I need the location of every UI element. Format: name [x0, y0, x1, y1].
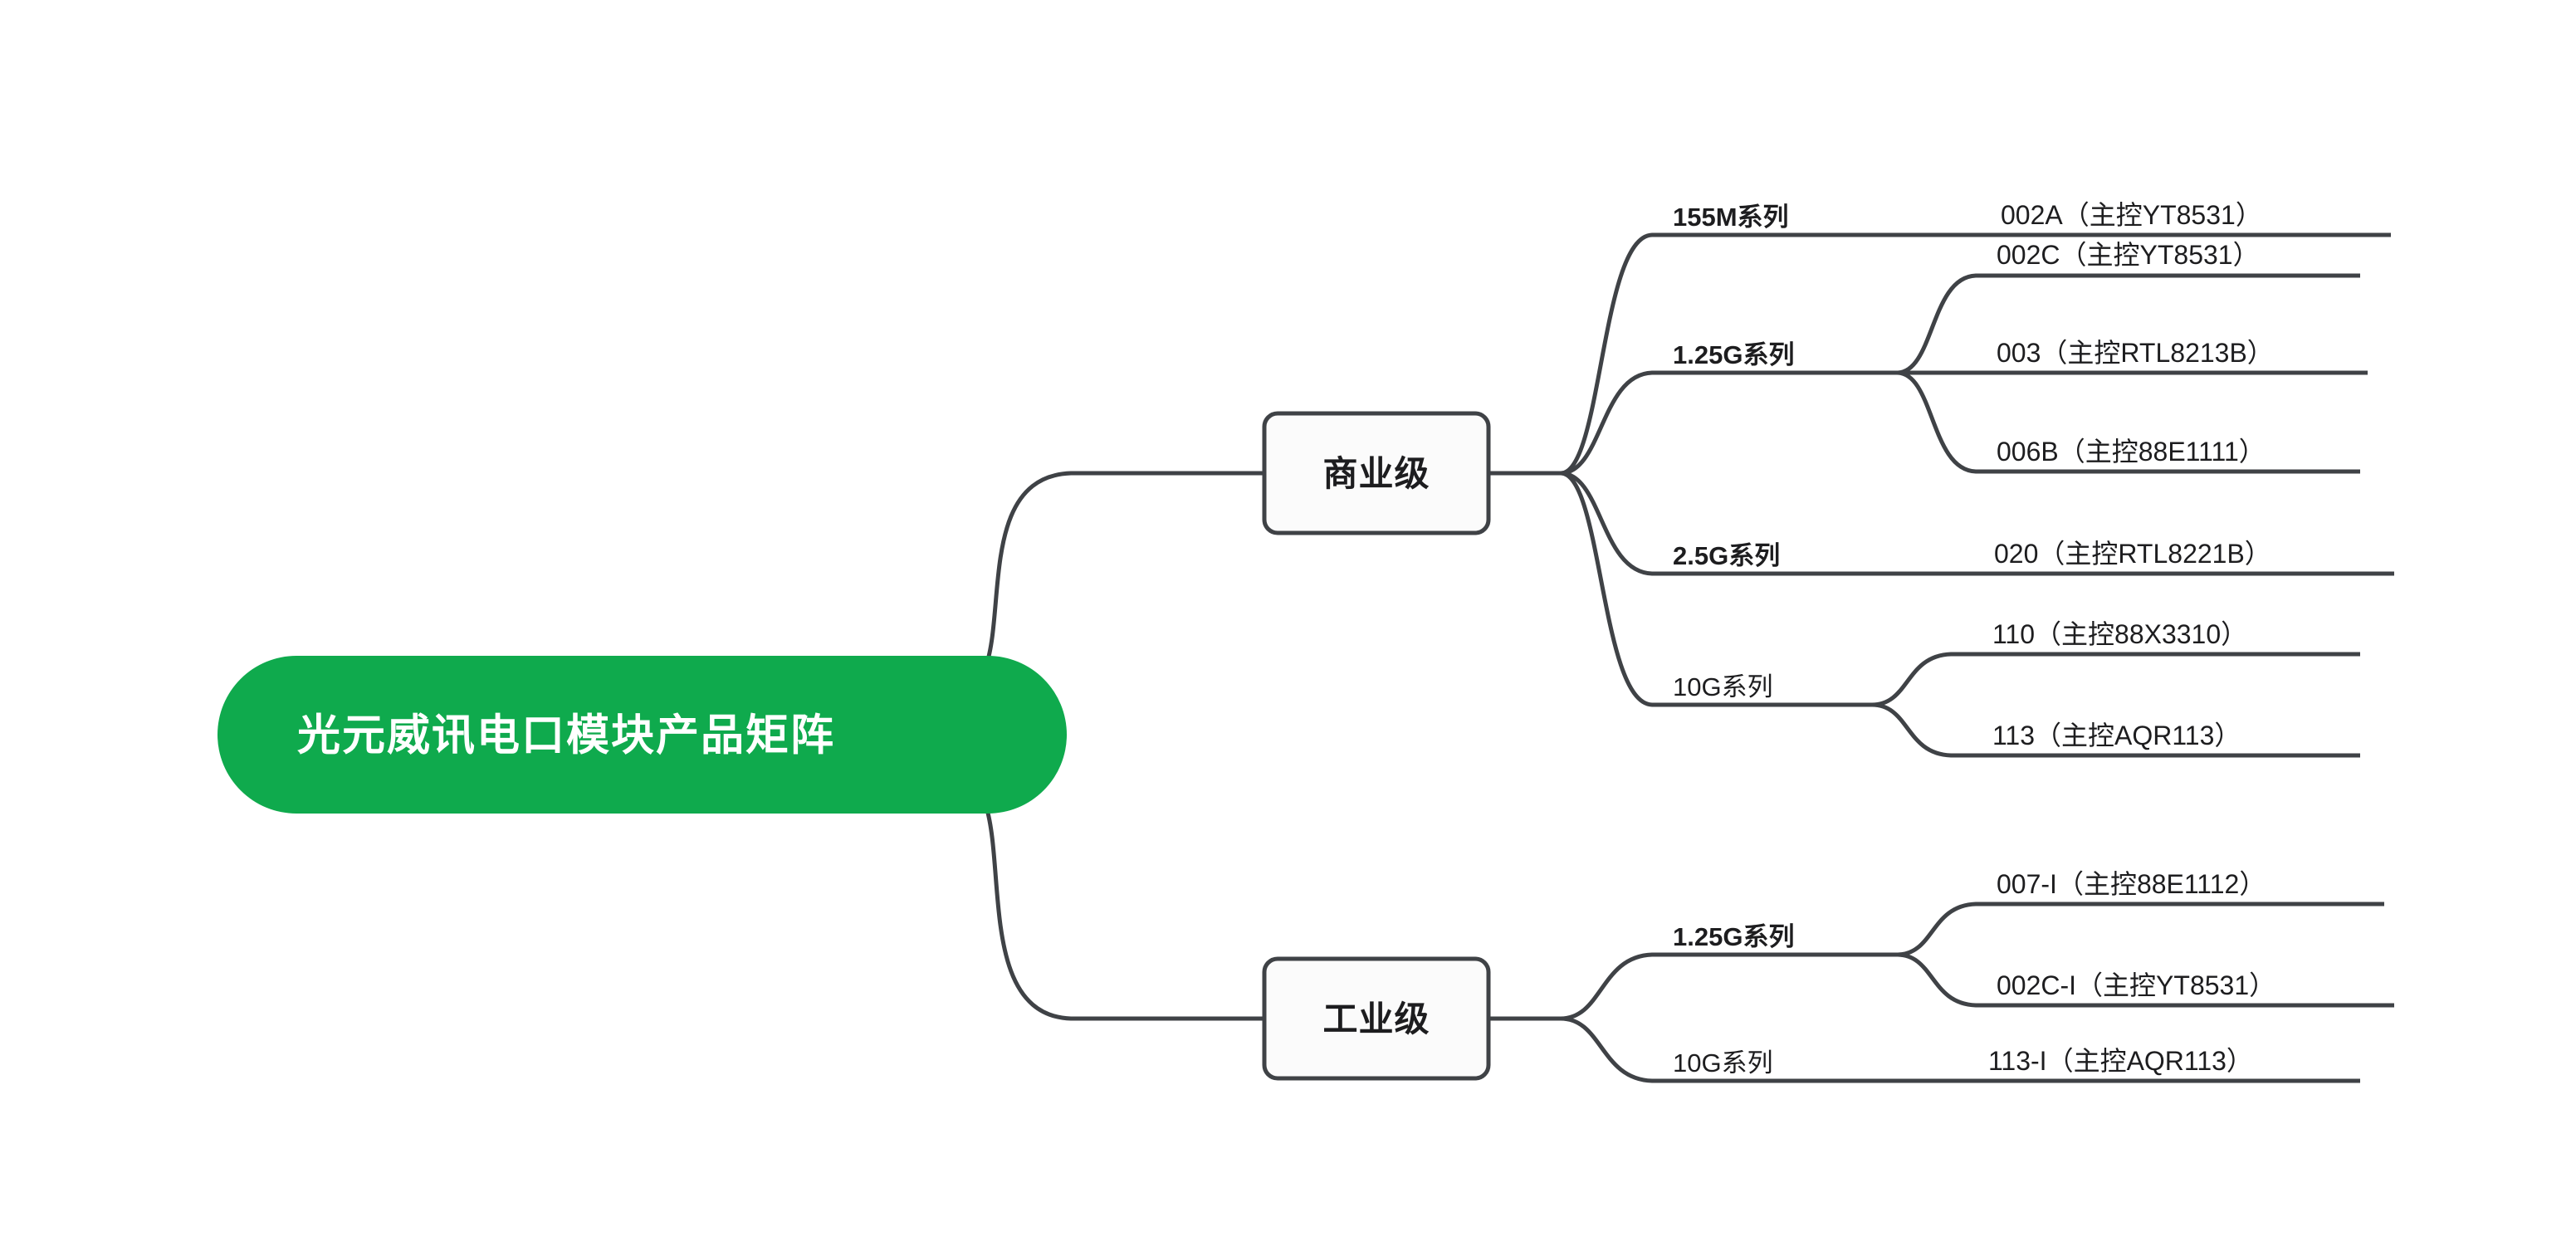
series-group-1g25[interactable]: 1.25G系列 002C（主控YT8531） 003（主控RTL8213B） 0…	[1666, 240, 2368, 474]
leaf-label-1g25-2: 006B（主控88E1111）	[1997, 437, 2266, 467]
leaf-label-i-1g25-0: 007-I（主控88E1112）	[1997, 869, 2266, 899]
link-commercial-2g5	[1558, 471, 1671, 576]
root-node[interactable]: 光元威讯电口模块产品矩阵	[218, 656, 1067, 814]
category-label-commercial: 商业级	[1322, 454, 1430, 493]
branch-industrial[interactable]: 工业级 1.25G系列 007-I（主控88E1112） 002C-I（主控YT…	[1262, 869, 2394, 1083]
category-node-industrial[interactable]: 工业级	[1262, 956, 1491, 1081]
category-label-industrial: 工业级	[1322, 999, 1430, 1038]
link-commercial-10g	[1558, 471, 1671, 707]
leaf-label-i-10g-0: 113-I（主控AQR113）	[1988, 1046, 2253, 1076]
series-group-155m[interactable]: 155M系列 002A（主控YT8531）	[1669, 200, 2391, 237]
link-commercial-155m	[1558, 232, 1671, 476]
link-root-to-industrial	[952, 774, 1267, 1021]
series-label-155m: 155M系列	[1673, 203, 1789, 232]
leaf-label-1g25-1: 003（主控RTL8213B）	[1997, 338, 2274, 368]
series-label-1g25: 1.25G系列	[1673, 340, 1794, 369]
series-label-i-10g: 10G系列	[1673, 1048, 1773, 1078]
leaf-link-1g25-2	[1894, 370, 1995, 474]
series-label-2g5: 2.5G系列	[1673, 541, 1780, 570]
series-group-10g[interactable]: 10G系列 110（主控88X3310） 113（主控AQR113）	[1666, 619, 2360, 758]
leaf-label-155m-0: 002A（主控YT8531）	[2001, 200, 2262, 230]
leaf-label-10g-1: 113（主控AQR113）	[1992, 721, 2241, 750]
leaf-label-1g25-0: 002C（主控YT8531）	[1997, 240, 2260, 270]
leaf-label-i-1g25-1: 002C-I（主控YT8531）	[1997, 970, 2275, 1000]
series-group-i-10g[interactable]: 10G系列 113-I（主控AQR113）	[1669, 1046, 2360, 1083]
link-industrial-10g	[1558, 1016, 1671, 1083]
link-industrial-1g25	[1558, 952, 1671, 1021]
link-commercial-1g25	[1558, 370, 1671, 476]
leaf-link-10g-1	[1870, 702, 1970, 758]
series-group-2g5[interactable]: 2.5G系列 020（主控RTL8221B）	[1669, 539, 2394, 576]
series-label-10g: 10G系列	[1673, 672, 1773, 701]
leaf-link-i-1g25-1	[1894, 952, 1995, 1008]
category-node-commercial[interactable]: 商业级	[1262, 411, 1491, 535]
leaf-label-10g-0: 110（主控88X3310）	[1992, 619, 2247, 649]
leaf-label-2g5-0: 020（主控RTL8221B）	[1994, 539, 2271, 569]
root-label: 光元威讯电口模块产品矩阵	[297, 712, 835, 760]
branch-commercial[interactable]: 商业级 155M系列 002A（主控YT8531） 1.25G系列 002C（主…	[1262, 200, 2394, 758]
series-label-i-1g25: 1.25G系列	[1673, 922, 1794, 951]
root-box[interactable]	[218, 656, 1067, 814]
series-group-i-1g25[interactable]: 1.25G系列 007-I（主控88E1112） 002C-I（主控YT8531…	[1666, 869, 2394, 1008]
